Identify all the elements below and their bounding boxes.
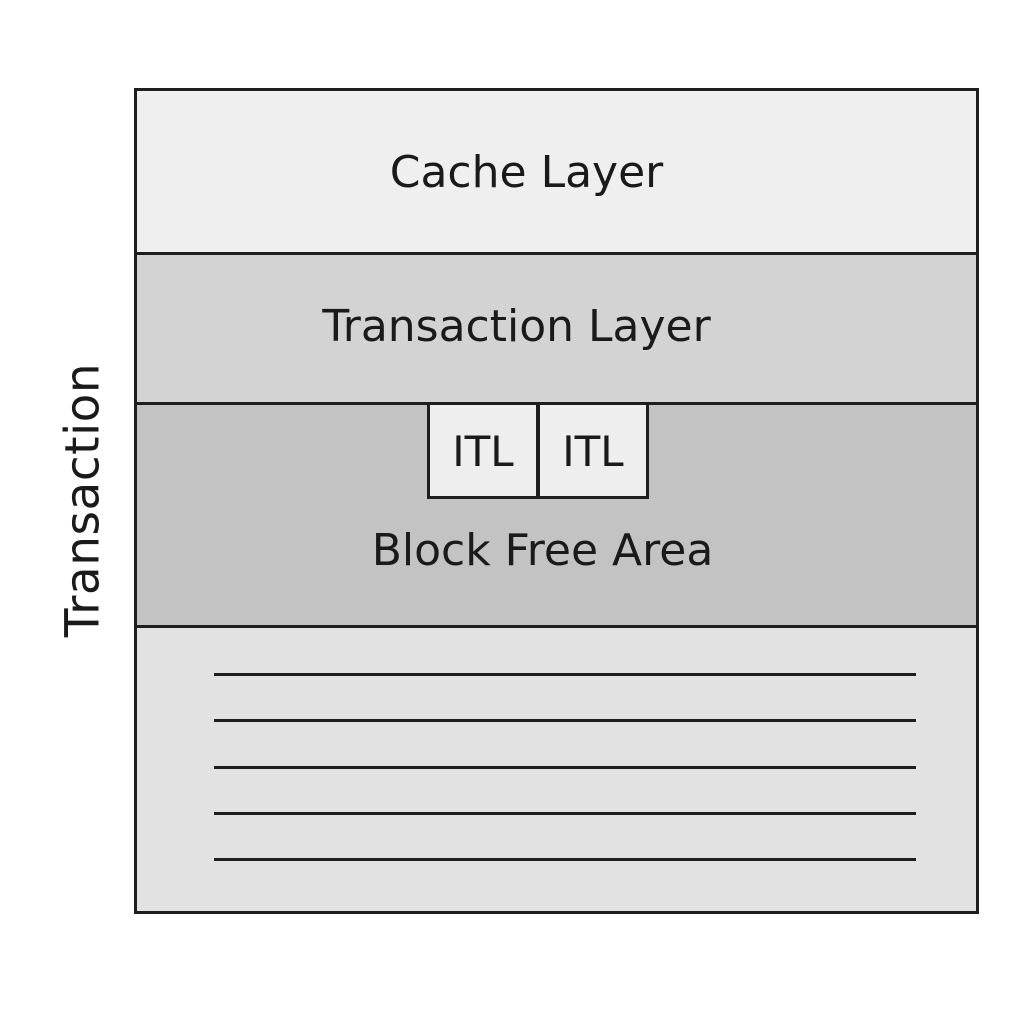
- transaction-layer-label: Transaction Layer: [322, 301, 711, 352]
- cache-layer: Cache Layer: [137, 91, 976, 255]
- itl-slot-2: ITL: [537, 405, 649, 499]
- transaction-layer: Transaction Layer: [137, 255, 976, 405]
- itl-slot-1: ITL: [427, 405, 539, 499]
- row-line: [214, 719, 916, 723]
- row-line: [214, 811, 916, 815]
- row-line: [214, 765, 916, 769]
- row-line: [214, 858, 916, 861]
- row-data-area: [137, 628, 976, 911]
- block-structure-diagram: Cache Layer Transaction Layer ITL ITL Bl…: [134, 88, 979, 914]
- side-label-transaction: Transaction: [55, 362, 111, 638]
- cache-layer-label: Cache Layer: [389, 147, 664, 198]
- block-free-area: ITL ITL Block Free Area: [137, 405, 976, 628]
- block-free-area-label: Block Free Area: [371, 525, 714, 576]
- row-line: [214, 673, 916, 676]
